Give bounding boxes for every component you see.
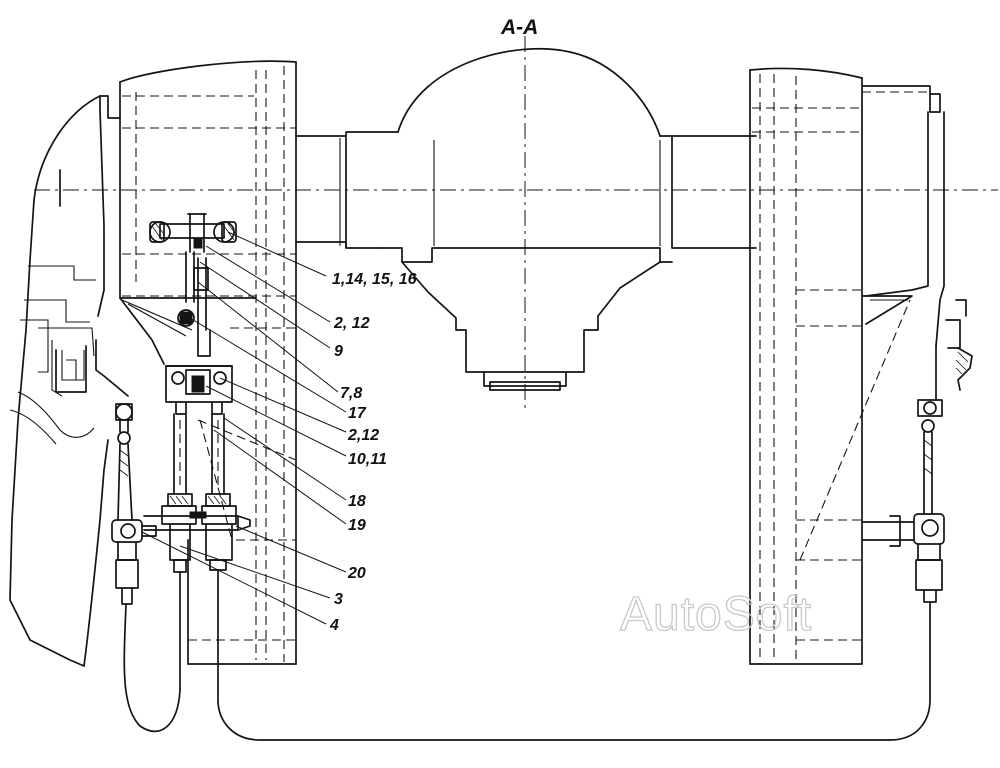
callout-18: 18 [348, 493, 366, 510]
leader-lines [141, 231, 347, 625]
callout-1-14-15-16: 1,14, 15, 16 [332, 271, 417, 288]
callout-19: 19 [348, 517, 366, 534]
callout-4: 4 [329, 617, 339, 634]
callout-17: 17 [348, 405, 367, 422]
watermark: AutoSoft [620, 588, 812, 641]
axle-housing [34, 36, 998, 412]
callout-2-12-lower: 2,12 [347, 427, 379, 444]
right-height-valve [217, 345, 945, 741]
right-frame-rail [749, 67, 973, 665]
left-wheel [9, 95, 129, 667]
lower-bracket-assembly [143, 365, 296, 691]
upper-pivot-assembly [149, 213, 237, 357]
callout-3: 3 [334, 591, 343, 608]
callout-7-8: 7,8 [340, 385, 362, 402]
section-label: A-A [500, 16, 538, 39]
callout-2-12-upper: 2, 12 [333, 315, 370, 332]
callout-labels: 1,14, 15, 16 2, 12 9 7,8 17 2,12 10,11 1… [329, 271, 417, 634]
left-frame-rail [119, 60, 297, 665]
left-height-valve [111, 403, 181, 733]
callout-9: 9 [334, 343, 343, 360]
callout-20: 20 [347, 565, 366, 582]
callout-10-11: 10,11 [348, 451, 387, 468]
